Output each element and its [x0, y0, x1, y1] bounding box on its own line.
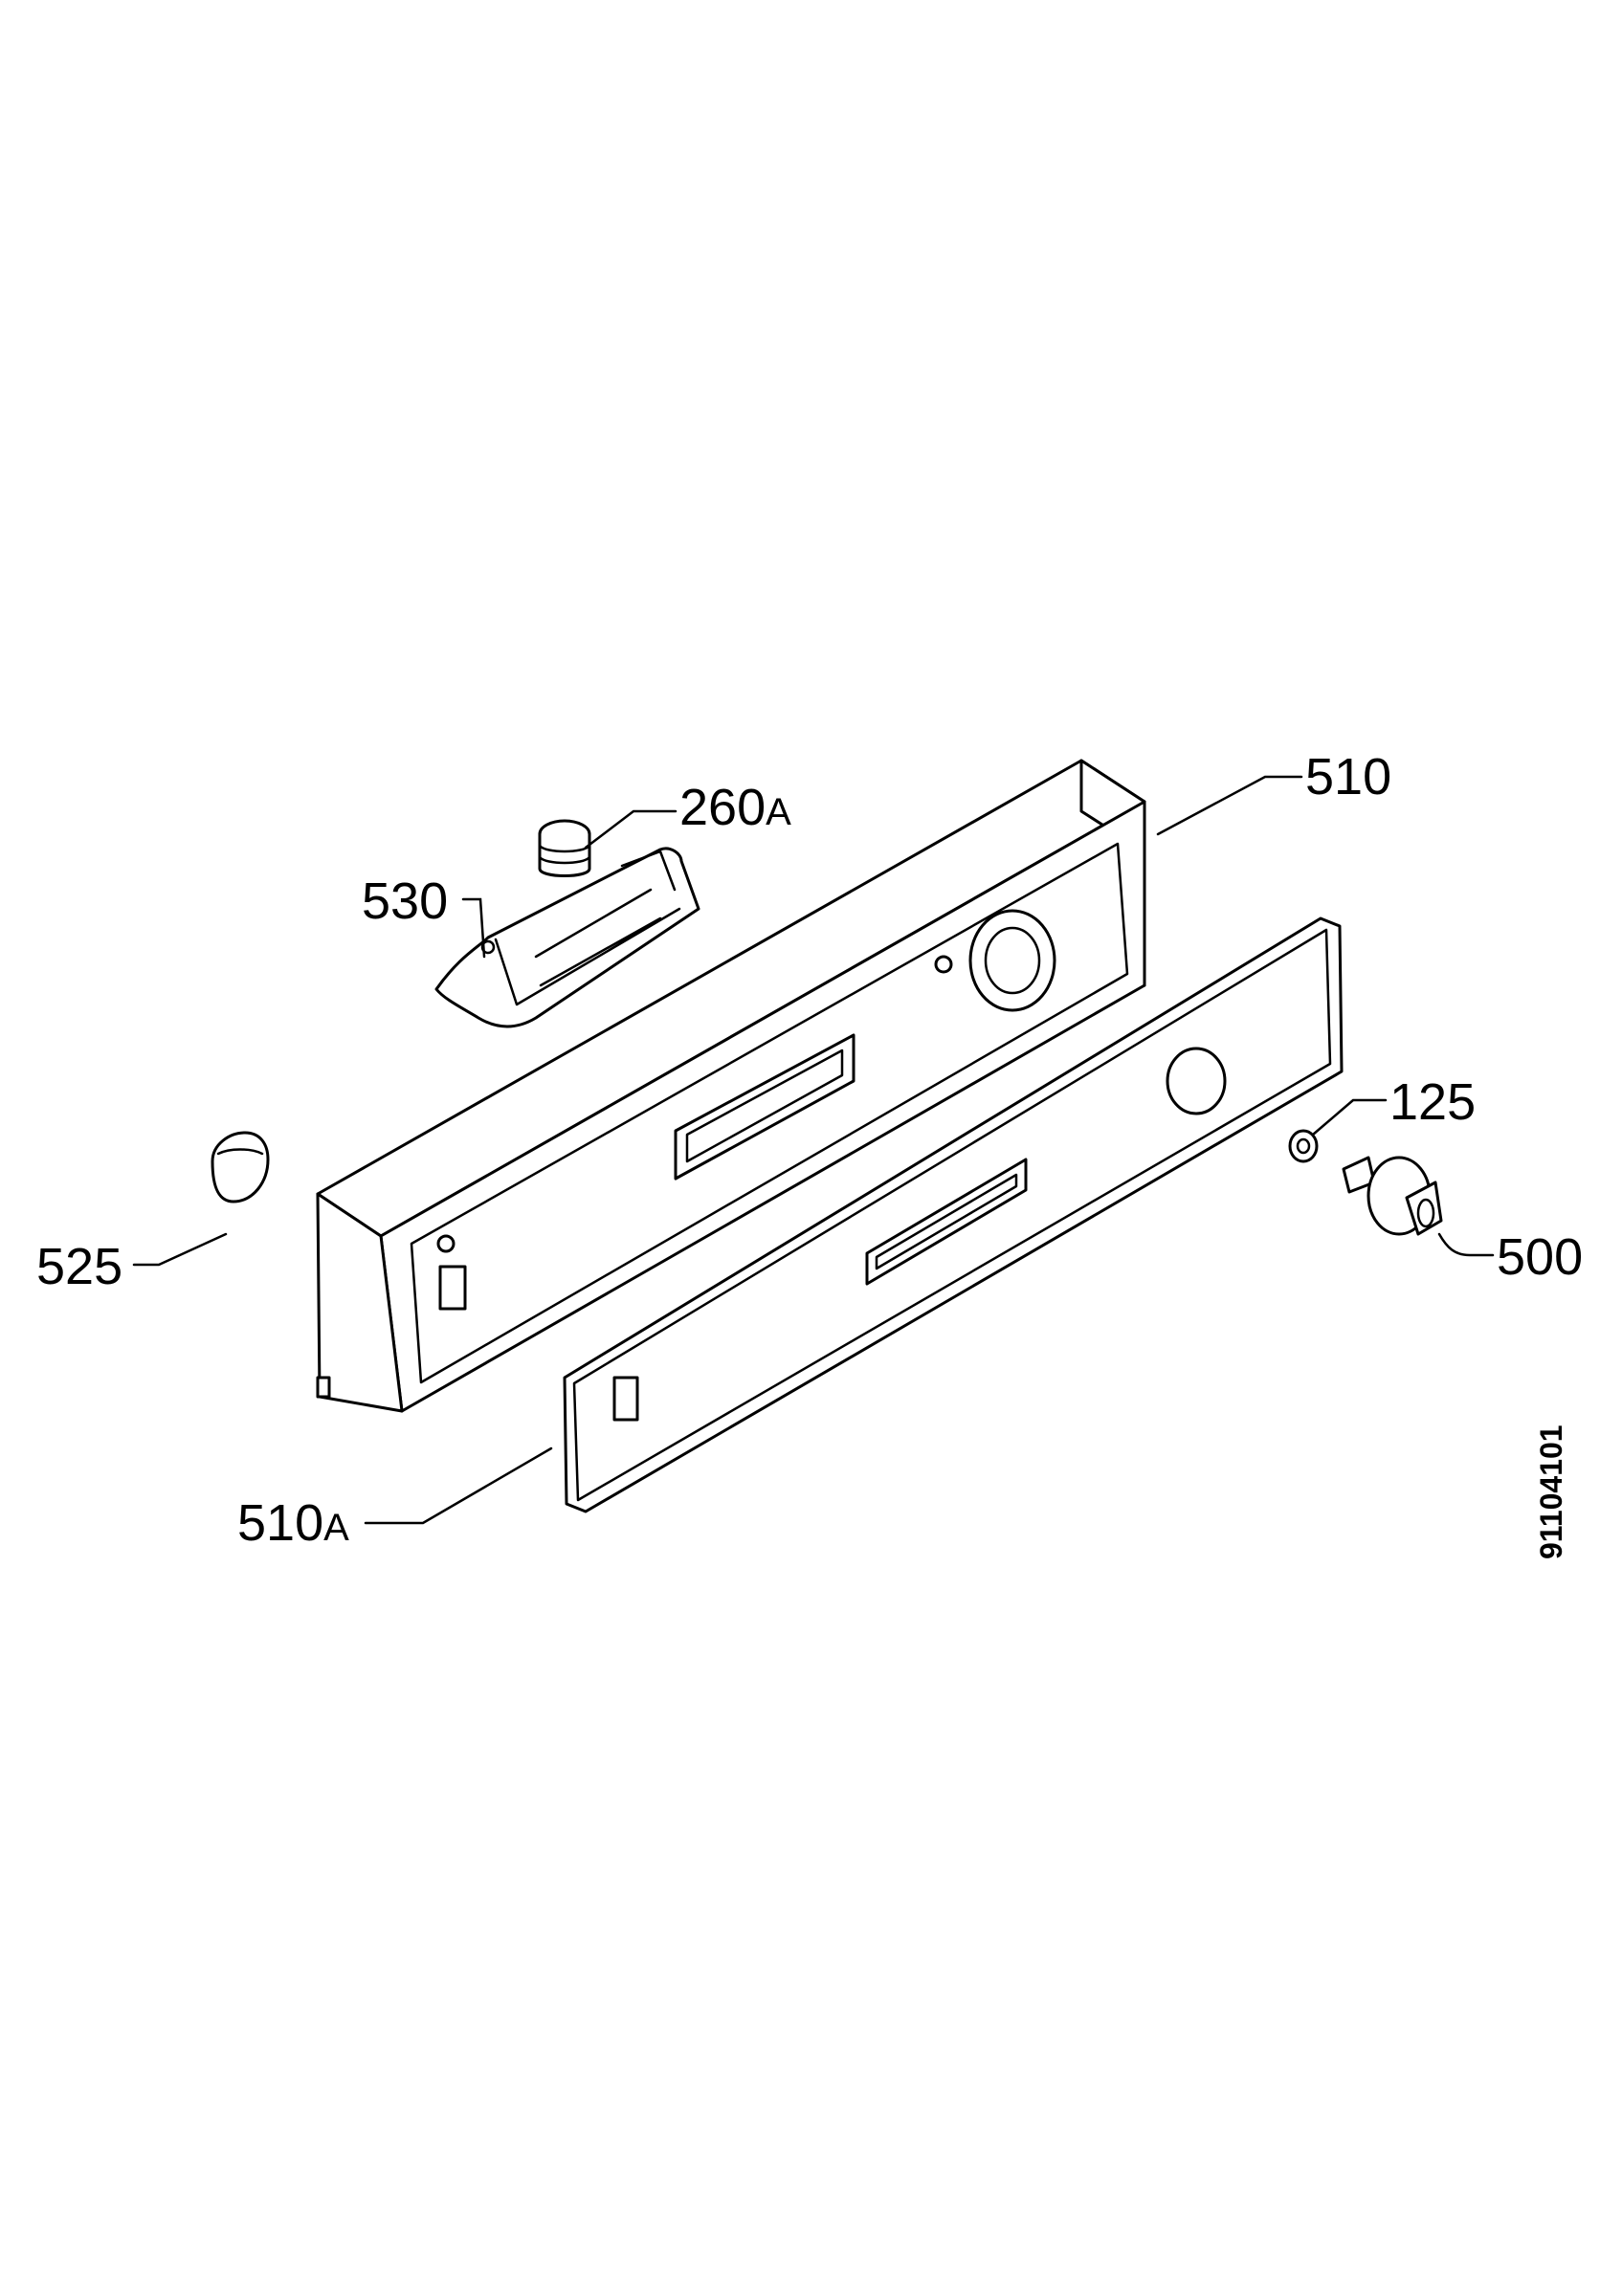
- leader-530: [461, 897, 486, 959]
- part-500-knob: [1342, 1156, 1443, 1236]
- label-530: 530: [362, 872, 448, 930]
- label-125: 125: [1389, 1073, 1476, 1131]
- leader-510a: [364, 1446, 553, 1525]
- label-510a-number: 510: [237, 1494, 323, 1552]
- label-510: 510: [1305, 748, 1391, 806]
- leader-125: [1311, 1098, 1388, 1137]
- label-500: 500: [1497, 1228, 1583, 1286]
- leader-500: [1437, 1232, 1495, 1257]
- leader-lines: [132, 775, 1495, 1525]
- part-510-control-panel: [316, 759, 1146, 1413]
- leader-510: [1156, 775, 1303, 836]
- document-number: 91104101: [1534, 1424, 1568, 1559]
- part-260a-spring: [538, 819, 591, 877]
- label-260a-number: 260: [679, 779, 766, 836]
- part-125-nut: [1288, 1129, 1319, 1163]
- part-530-switch-bracket: [434, 847, 700, 1028]
- label-260a-suffix: A: [766, 791, 791, 833]
- label-525: 525: [36, 1238, 122, 1295]
- label-510a: 510A: [237, 1494, 349, 1552]
- leader-260a: [584, 809, 678, 850]
- label-510a-suffix: A: [323, 1507, 349, 1549]
- label-260a: 260A: [679, 779, 791, 836]
- part-510a-front-panel: [563, 916, 1344, 1513]
- part-525-push-button: [211, 1131, 270, 1203]
- leader-525: [132, 1232, 228, 1267]
